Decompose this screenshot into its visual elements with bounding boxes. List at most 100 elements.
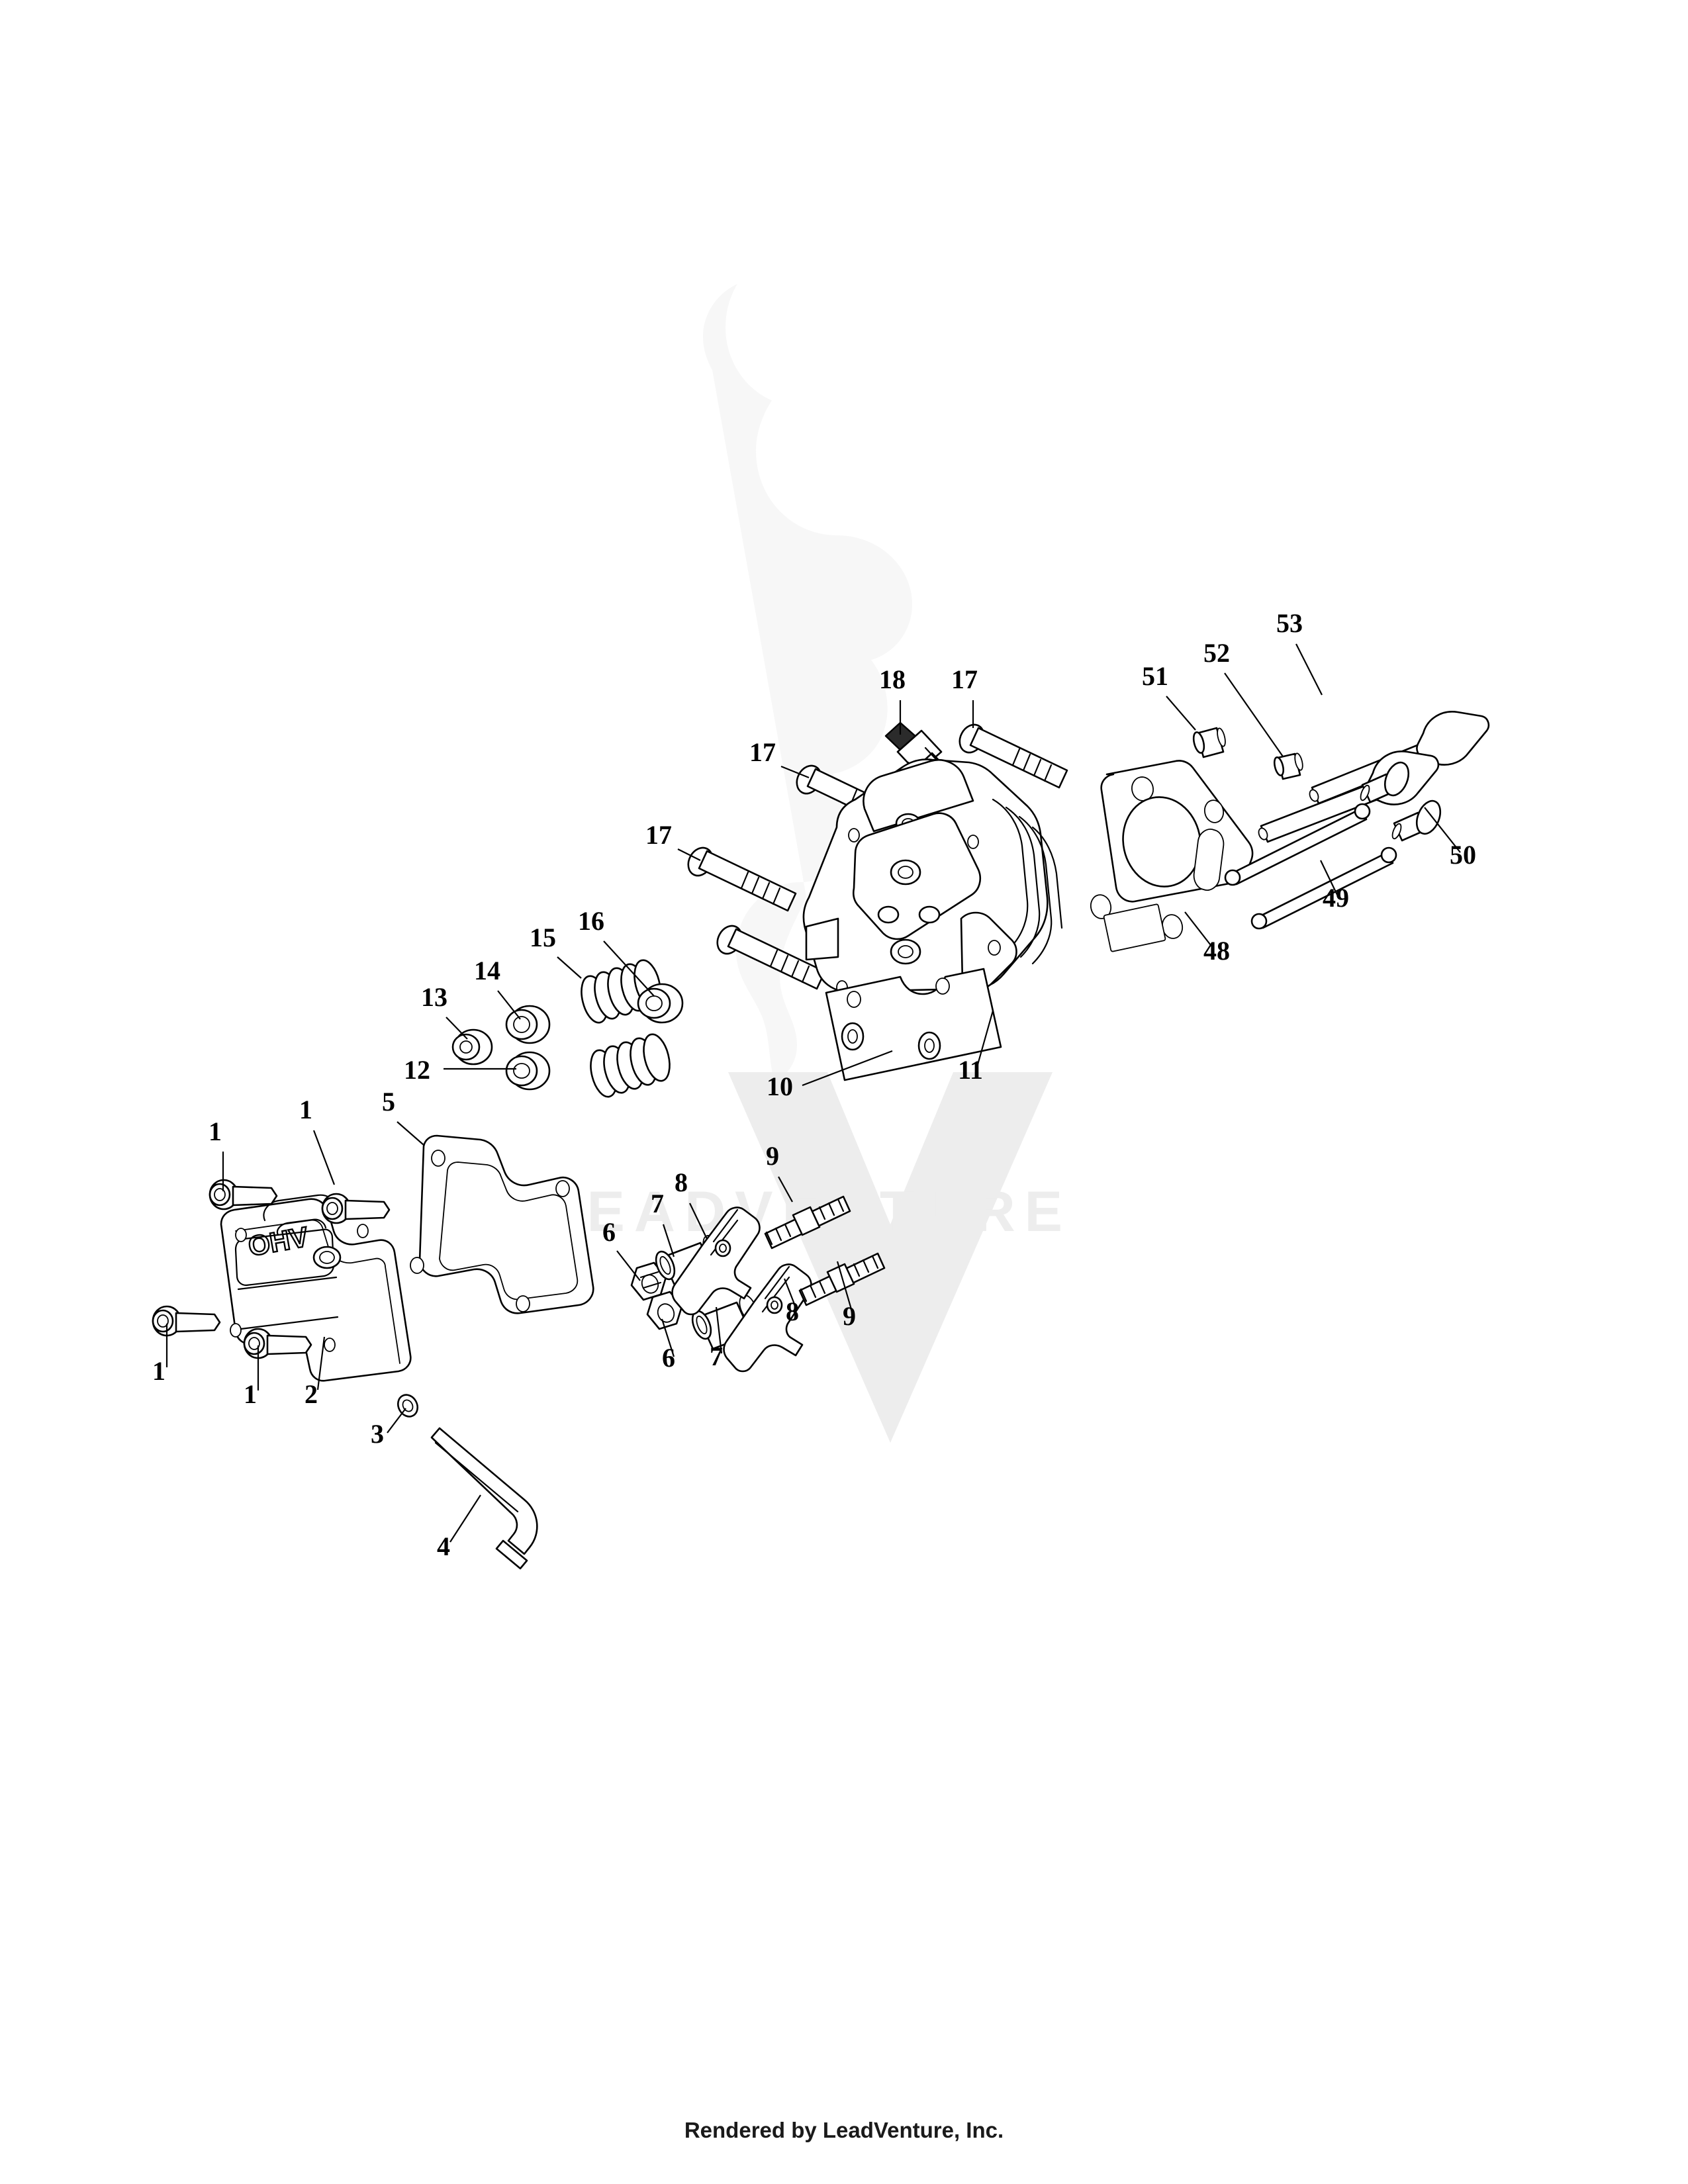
callout-number: 13 bbox=[421, 982, 447, 1012]
callout-5: 5 bbox=[382, 1087, 424, 1146]
callout-number: 52 bbox=[1203, 638, 1230, 668]
part-tappet-2 bbox=[1391, 799, 1442, 842]
leader-line bbox=[661, 1318, 675, 1357]
part-rocker-bracket bbox=[825, 968, 1002, 1081]
leader-line bbox=[616, 1250, 641, 1281]
leader-line bbox=[497, 990, 521, 1020]
part-tappet-1 bbox=[1360, 761, 1410, 803]
leader-line bbox=[603, 940, 655, 997]
callout-number: 12 bbox=[404, 1055, 430, 1085]
leader-line bbox=[778, 1176, 793, 1203]
callout-50: 50 bbox=[1424, 807, 1476, 870]
callout-15: 15 bbox=[530, 923, 582, 979]
callout-17: 17 bbox=[951, 664, 978, 728]
callout-number: 17 bbox=[951, 664, 978, 694]
callout-number: 8 bbox=[675, 1167, 688, 1197]
callout-17: 17 bbox=[749, 737, 810, 779]
callout-53: 53 bbox=[1276, 608, 1323, 696]
leader-line bbox=[783, 1278, 798, 1310]
part-head-bolt-1 bbox=[959, 723, 1068, 789]
callout-14: 14 bbox=[474, 956, 521, 1020]
callout-16: 16 bbox=[578, 906, 655, 997]
callout-number: 5 bbox=[382, 1087, 395, 1116]
leader-line bbox=[397, 1121, 424, 1146]
part-head-gasket bbox=[1090, 760, 1254, 952]
callout-3: 3 bbox=[371, 1408, 406, 1449]
leader-line bbox=[1295, 643, 1323, 696]
leader-line bbox=[316, 1336, 326, 1390]
part-head-bolt-4 bbox=[716, 925, 826, 990]
callout-6: 6 bbox=[661, 1318, 675, 1373]
callout-1: 1 bbox=[209, 1116, 224, 1191]
leader-line bbox=[715, 1306, 723, 1354]
callout-number: 18 bbox=[879, 664, 906, 694]
leader-line bbox=[1166, 696, 1196, 731]
callout-number: 49 bbox=[1323, 883, 1349, 913]
footer-credit: Rendered by LeadVenture, Inc. bbox=[684, 2118, 1004, 2142]
part-spring-seat bbox=[505, 1005, 551, 1044]
callout-7: 7 bbox=[710, 1306, 723, 1371]
part-rocker-arm-1 bbox=[671, 1206, 761, 1316]
part-cover-bolt-2 bbox=[321, 1193, 391, 1224]
leader-line bbox=[1224, 672, 1284, 757]
callout-6: 6 bbox=[602, 1217, 641, 1281]
part-cover-bolt-4 bbox=[243, 1328, 312, 1359]
part-adjuster-stud-1 bbox=[764, 1195, 851, 1250]
callout-49: 49 bbox=[1320, 860, 1349, 913]
callout-number: 53 bbox=[1276, 608, 1303, 638]
callout-number: 1 bbox=[299, 1095, 312, 1124]
part-push-rod-1 bbox=[1224, 803, 1371, 886]
callout-11: 11 bbox=[958, 1010, 994, 1085]
callout-48: 48 bbox=[1184, 911, 1230, 966]
leader-line bbox=[836, 1261, 854, 1314]
leader-line bbox=[677, 848, 701, 861]
callout-8: 8 bbox=[675, 1167, 708, 1240]
leader-line bbox=[449, 1494, 481, 1543]
callout-12: 12 bbox=[404, 1055, 516, 1085]
callout-8: 8 bbox=[783, 1278, 799, 1326]
part-cover-bolt-1 bbox=[209, 1179, 278, 1210]
callout-number: 3 bbox=[371, 1419, 384, 1449]
callout-2: 2 bbox=[305, 1336, 326, 1409]
callout-17: 17 bbox=[645, 820, 701, 861]
leader-line bbox=[976, 1010, 994, 1068]
callout-1: 1 bbox=[152, 1324, 168, 1386]
callout-number: 4 bbox=[437, 1531, 450, 1561]
callout-number: 2 bbox=[305, 1379, 318, 1409]
part-push-rod-2 bbox=[1250, 846, 1397, 930]
leadventure-logo-icon bbox=[703, 284, 1053, 1443]
callout-number: 10 bbox=[767, 1071, 793, 1101]
callout-4: 4 bbox=[437, 1494, 481, 1561]
callout-number: 6 bbox=[662, 1343, 675, 1373]
leader-line bbox=[1424, 807, 1461, 853]
leader-line bbox=[689, 1203, 708, 1240]
callout-10: 10 bbox=[767, 1050, 893, 1101]
part-valve-spring-2 bbox=[590, 1033, 671, 1098]
callout-number: 7 bbox=[651, 1189, 664, 1218]
callout-number: 9 bbox=[843, 1301, 856, 1331]
callout-7: 7 bbox=[651, 1189, 675, 1257]
callout-number: 7 bbox=[710, 1342, 723, 1371]
part-spring-retainer-lower bbox=[505, 1051, 551, 1091]
callout-9: 9 bbox=[766, 1141, 793, 1203]
leader-line bbox=[312, 1130, 336, 1185]
callout-number: 17 bbox=[749, 737, 776, 767]
callout-number: 17 bbox=[645, 820, 672, 850]
callout-18: 18 bbox=[879, 664, 906, 735]
callout-number: 6 bbox=[602, 1217, 616, 1247]
part-valve-guide-2 bbox=[1273, 752, 1303, 780]
callout-number: 16 bbox=[578, 906, 604, 936]
callout-number: 11 bbox=[958, 1055, 983, 1085]
part-head-bolt-3 bbox=[687, 846, 797, 912]
callout-9: 9 bbox=[836, 1261, 856, 1331]
part-cover-bolt-3 bbox=[152, 1305, 221, 1337]
leader-line bbox=[780, 765, 810, 779]
part-breather-tube bbox=[430, 1427, 538, 1570]
callout-1: 1 bbox=[299, 1095, 336, 1185]
leader-line bbox=[1184, 911, 1213, 948]
leader-line bbox=[802, 1050, 893, 1087]
callout-1: 1 bbox=[244, 1345, 259, 1409]
